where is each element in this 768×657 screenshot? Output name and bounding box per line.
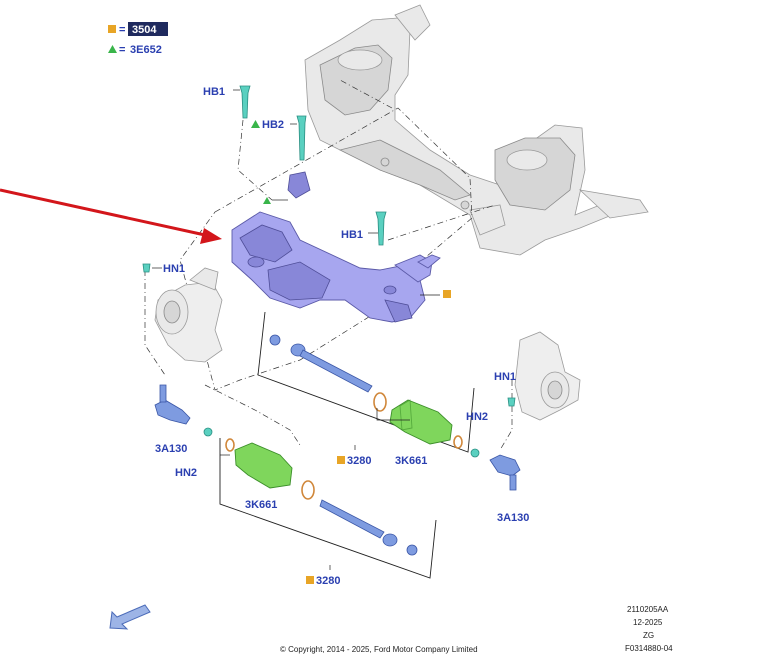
legend-triangle-icon: [108, 45, 117, 53]
label-3280-upper-square-icon: [337, 456, 345, 464]
label-hn2-left: HN2: [175, 467, 197, 479]
lower-tie-rod-group: [219, 438, 437, 579]
direction-arrow-icon: [109, 604, 151, 630]
label-3280-lower: 3280: [316, 575, 340, 587]
legend-code-box: [128, 22, 168, 36]
legend-triangle-eq: =: [119, 44, 125, 56]
bushing: [287, 171, 311, 199]
outer-tie-rod-ends: [154, 384, 521, 491]
legend-square-code: 3504: [132, 24, 157, 36]
upper-tie-rod-group: [257, 311, 475, 453]
label-hb1-mid: HB1: [341, 229, 363, 241]
label-3280-upper: 3280: [347, 455, 371, 467]
legend-square-eq: =: [119, 24, 125, 36]
label-3a130-left: 3A130: [155, 443, 187, 455]
label-hn1-right: HN1: [494, 371, 516, 383]
footer: © Copyright, 2014 - 2025, Ford Motor Com…: [280, 605, 673, 654]
part-labels: HB1 HB2 HB1 HN1 HN1 HN2 HN2 3A130 3A130 …: [155, 86, 529, 587]
hb1-bolt-mid: [375, 211, 387, 246]
hb1-bolt-top: [239, 85, 251, 119]
hb2-bolt: [296, 115, 307, 161]
right-knuckle: [499, 331, 581, 451]
label-3a130-right: 3A130: [497, 512, 529, 524]
hb2-triangle-icon: [251, 120, 260, 128]
left-knuckle: [142, 263, 223, 376]
ref-line-2: 12-2025: [633, 618, 663, 627]
red-arrow-icon: [0, 188, 222, 244]
label-hn2-right: HN2: [466, 411, 488, 423]
legend-square-icon: [108, 25, 116, 33]
legend-triangle-code: 3E652: [130, 44, 162, 56]
bolts: [233, 85, 387, 246]
label-hb1-top: HB1: [203, 86, 225, 98]
steering-rack: [231, 211, 451, 323]
label-hb2: HB2: [262, 119, 284, 131]
label-3280-lower-square-icon: [306, 576, 314, 584]
rack-square-icon: [443, 290, 451, 298]
ref-line-3: ZG: [643, 631, 654, 640]
label-hn1-left: HN1: [163, 263, 185, 275]
subframe: [304, 4, 649, 256]
ref-line-4: F0314880-04: [625, 644, 673, 653]
bushing-triangle-icon: [263, 197, 271, 204]
copyright-text: © Copyright, 2014 - 2025, Ford Motor Com…: [280, 645, 478, 654]
legend: = 3504 = 3E652: [108, 22, 168, 56]
label-3k661-left: 3K661: [245, 499, 277, 511]
label-3k661-right: 3K661: [395, 455, 427, 467]
ref-line-1: 2110205AA: [627, 605, 669, 614]
